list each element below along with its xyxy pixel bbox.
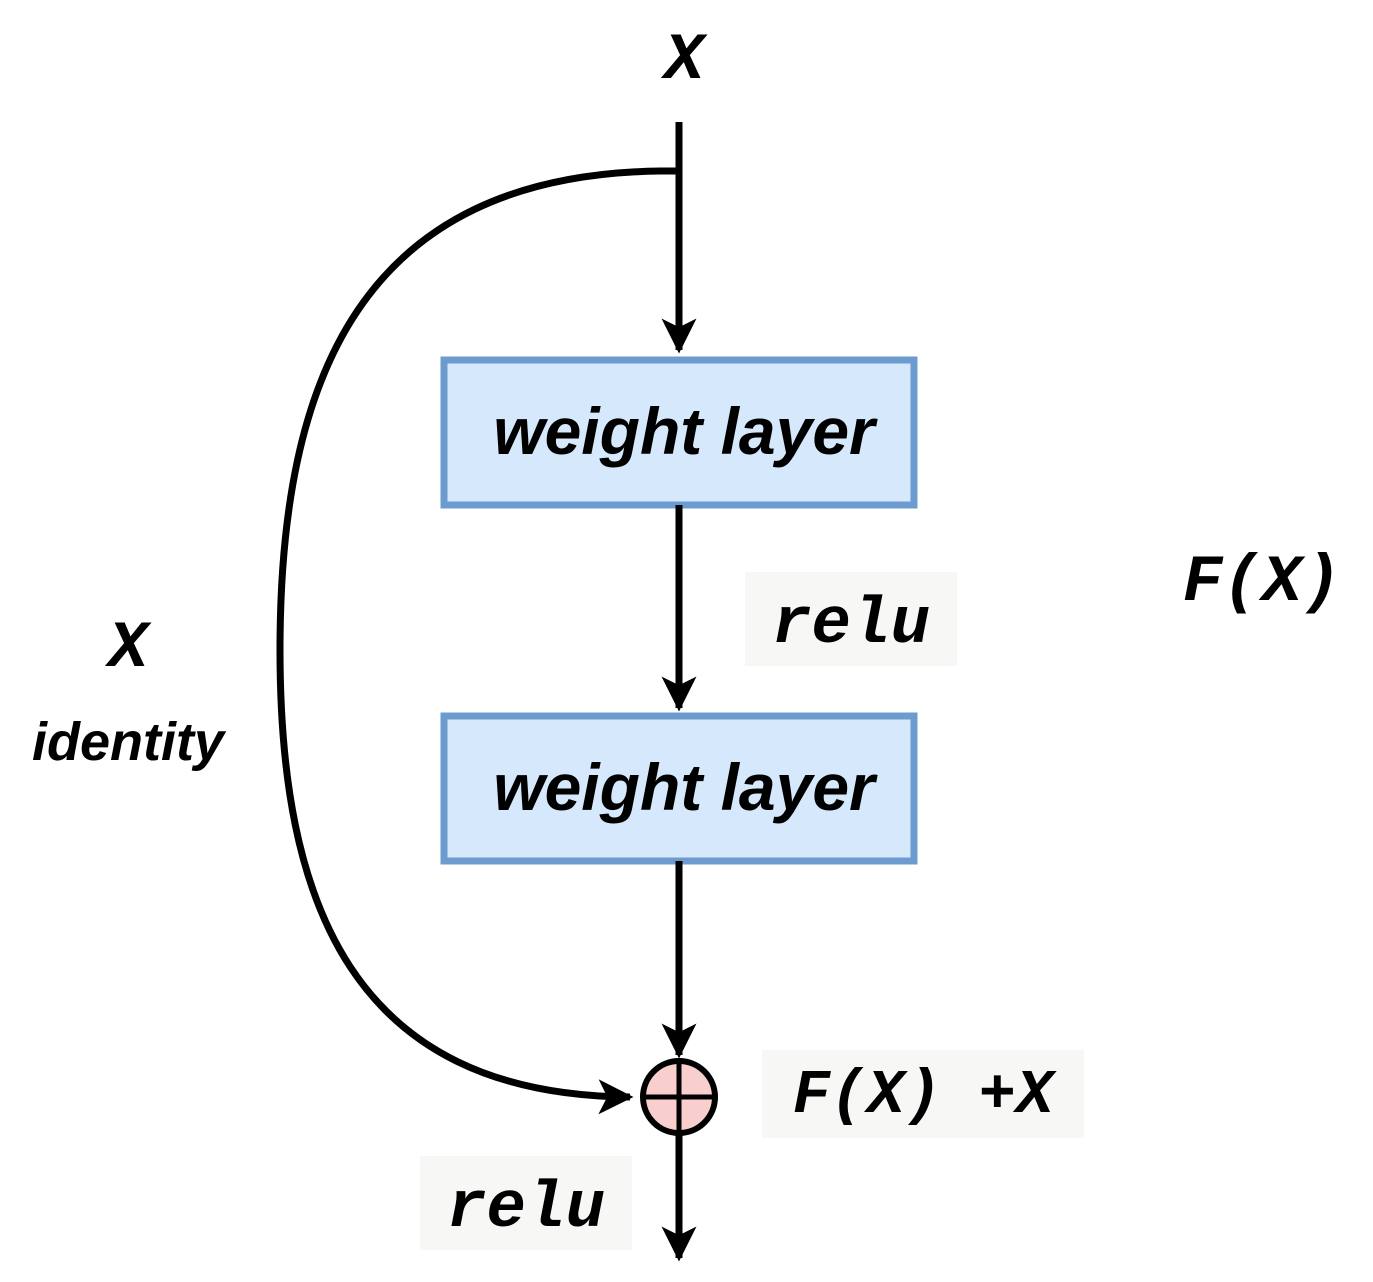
identity-shortcut-arrow — [276, 167, 679, 1115]
relu-output-label-bg — [420, 1156, 632, 1250]
relu-middle-label-bg — [745, 572, 957, 666]
weight-layer-1-label: weight layer — [493, 394, 878, 468]
input-label: X — [660, 23, 708, 98]
sum-label-bg — [762, 1050, 1084, 1138]
sum-label: F(X) +X — [793, 1060, 1057, 1131]
relu-middle-label: relu — [772, 587, 930, 662]
sum-node — [640, 1058, 718, 1136]
identity-label: identity — [32, 712, 227, 772]
identity-symbol-label: X — [104, 611, 152, 686]
residual-function-label: F(X) — [1183, 545, 1341, 620]
weight-layer-2-label: weight layer — [493, 750, 878, 824]
weight-layer-2: weight layer — [440, 712, 918, 865]
relu-output-label: relu — [447, 1171, 605, 1246]
weight-layer-1: weight layer — [440, 356, 918, 509]
